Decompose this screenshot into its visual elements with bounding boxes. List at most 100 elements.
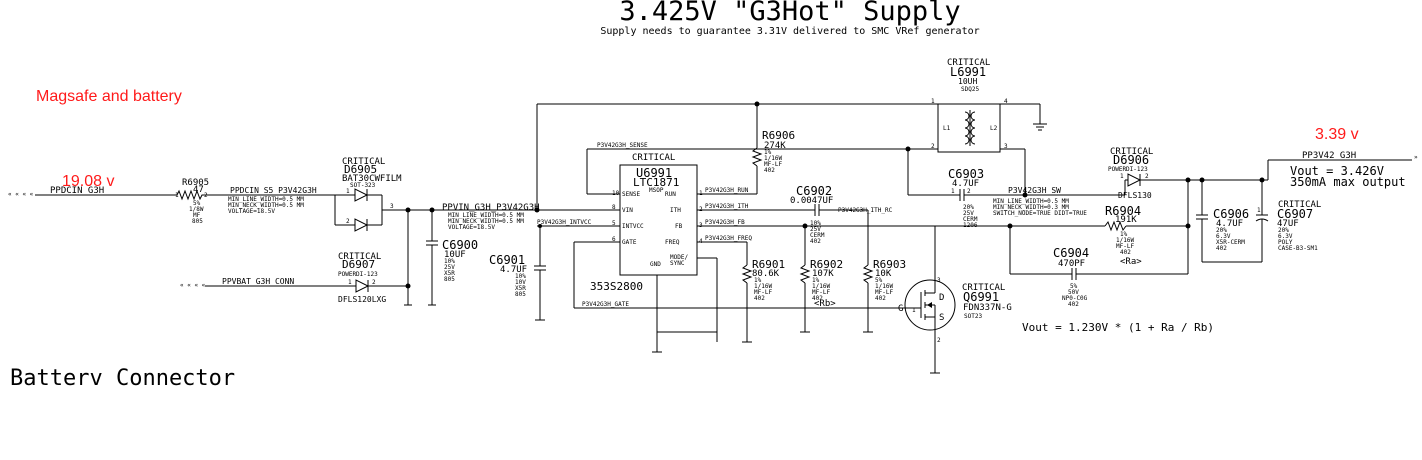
svg-text:2: 2 xyxy=(204,192,208,199)
svg-text:CRITICAL: CRITICAL xyxy=(338,252,381,262)
svg-text:MIN_LINE_WIDTH=0.5 MM: MIN_LINE_WIDTH=0.5 MM xyxy=(228,196,304,203)
net-sense: P3V42G3H_SENSE xyxy=(597,142,648,149)
battery-connector-label: Batterv Connector xyxy=(10,366,235,391)
svg-text:C6902: C6902 xyxy=(796,184,832,198)
svg-text:1%: 1% xyxy=(754,277,762,284)
svg-text:5%: 5% xyxy=(875,277,883,284)
capacitor-c6903: C6903 4.7UF 1 2 20% 25V CERM 1206 xyxy=(907,149,1026,229)
svg-text:3: 3 xyxy=(1004,143,1008,150)
net-ppvin-g3h: PPVIN_G3H_P3V42G3H xyxy=(442,203,540,213)
svg-text:47: 47 xyxy=(193,185,204,195)
svg-text:D6905: D6905 xyxy=(344,163,377,176)
svg-text:47UF: 47UF xyxy=(1277,219,1299,229)
svg-text:CRITICAL: CRITICAL xyxy=(962,283,1005,293)
svg-text:10K: 10K xyxy=(875,269,892,279)
schematic-title: 3.425V "G3Hot" Supply xyxy=(619,0,960,27)
svg-text:R6904: R6904 xyxy=(1105,204,1141,218)
svg-text:MODE/: MODE/ xyxy=(670,254,688,261)
offpage-connector-out: » xyxy=(1414,154,1418,161)
svg-text:1: 1 xyxy=(348,279,352,286)
svg-text:2: 2 xyxy=(1145,173,1149,180)
svg-text:C6903: C6903 xyxy=(948,167,984,181)
svg-text:L1: L1 xyxy=(943,125,951,132)
svg-text:191K: 191K xyxy=(1115,215,1137,225)
svg-text:402: 402 xyxy=(1120,249,1131,256)
svg-text:2: 2 xyxy=(346,218,350,225)
svg-text:1: 1 xyxy=(931,98,935,105)
svg-text:POWERDI-123: POWERDI-123 xyxy=(1108,166,1148,173)
svg-text:POWERDI-123: POWERDI-123 xyxy=(338,271,378,278)
svg-text:SENSE: SENSE xyxy=(622,191,640,198)
svg-text:L2: L2 xyxy=(990,125,998,132)
svg-text:SYNC: SYNC xyxy=(670,260,685,267)
svg-text:SWITCH_NODE=TRUE DIDT=TRUE: SWITCH_NODE=TRUE DIDT=TRUE xyxy=(993,210,1087,217)
svg-text:MF-LF: MF-LF xyxy=(812,289,830,296)
svg-text:VOLTAGE=18.5V: VOLTAGE=18.5V xyxy=(228,208,275,215)
svg-text:C6900: C6900 xyxy=(442,238,478,252)
svg-text:5: 5 xyxy=(612,220,616,227)
svg-text:MIN_NECK_WIDTH=0.5 MM: MIN_NECK_WIDTH=0.5 MM xyxy=(228,202,304,209)
svg-text:R6901: R6901 xyxy=(752,258,785,271)
svg-text:1%: 1% xyxy=(1120,231,1128,238)
svg-text:CRITICAL: CRITICAL xyxy=(1278,200,1321,210)
svg-text:MIN_LINE_WIDTH=0.5 MM: MIN_LINE_WIDTH=0.5 MM xyxy=(993,198,1069,205)
ic-bom-number: 353S2800 xyxy=(590,280,643,293)
svg-text:402: 402 xyxy=(1216,245,1227,252)
svg-text:C6907: C6907 xyxy=(1277,207,1313,221)
svg-text:805: 805 xyxy=(515,291,526,298)
svg-text:1/16W: 1/16W xyxy=(764,155,782,162)
svg-text:S: S xyxy=(939,313,944,323)
capacitor-c6900: C6900 10UF 10% 25V X5R 805 xyxy=(426,207,478,306)
offpage-connector-ppdcin: « « « « xyxy=(8,191,34,198)
svg-text:1/16W: 1/16W xyxy=(1116,237,1134,244)
capacitor-c6901-ref: C6901 xyxy=(489,253,525,267)
svg-text:1/16W: 1/16W xyxy=(812,283,830,290)
svg-text:G: G xyxy=(898,304,903,314)
svg-text:1: 1 xyxy=(912,307,916,314)
svg-text:1: 1 xyxy=(1257,207,1261,214)
svg-text:CRITICAL: CRITICAL xyxy=(1110,147,1153,157)
svg-text:R6903: R6903 xyxy=(873,258,906,271)
net-ith: P3V42G3H_ITH xyxy=(705,203,749,210)
svg-text:1%: 1% xyxy=(812,277,820,284)
svg-text:SDQ25: SDQ25 xyxy=(961,86,979,93)
input-section: « « « « PPDCIN_G3H R6905 47 1 2 5% 1/8W … xyxy=(8,157,600,306)
svg-text:1/16W: 1/16W xyxy=(754,283,772,290)
svg-text:10UF: 10UF xyxy=(444,250,466,260)
capacitor-c6907: 1 CRITICAL C6907 47UF 20% 6.3V POLY CASE… xyxy=(1255,177,1321,262)
svg-text:SOT23: SOT23 xyxy=(964,313,982,320)
svg-text:50V: 50V xyxy=(1068,289,1079,296)
svg-text:C6906: C6906 xyxy=(1213,207,1249,221)
svg-text:X5R-CERM: X5R-CERM xyxy=(1216,239,1245,246)
svg-text:ITH: ITH xyxy=(670,207,681,214)
svg-text:402: 402 xyxy=(1068,301,1079,308)
controller-ic-u6991: CRITICAL U6991 LTC1871 MSOP 353S2800 10 … xyxy=(590,153,703,293)
svg-text:1/16W: 1/16W xyxy=(875,283,893,290)
net-ppdcin-s5: PPDCIN_S5_P3V42G3H xyxy=(230,186,317,195)
max-output-note: 350mA max output xyxy=(1290,175,1406,189)
svg-text:805: 805 xyxy=(444,276,455,283)
net-ith-rc: P3V42G3H_ITH_RC xyxy=(838,207,893,214)
net-intvcc: P3V42G3H_INTVCC xyxy=(537,219,592,226)
svg-text:5%: 5% xyxy=(193,200,201,207)
offpage-connector-ppvbat: « « « « xyxy=(180,282,206,289)
svg-text:MF-LF: MF-LF xyxy=(754,289,772,296)
svg-text:FDN337N-G: FDN337N-G xyxy=(963,303,1012,313)
svg-text:CRITICAL: CRITICAL xyxy=(632,153,675,163)
svg-text:CRITICAL: CRITICAL xyxy=(947,58,990,68)
svg-text:CRITICAL: CRITICAL xyxy=(342,157,385,167)
resistor-r6902: R6902 107K 1% 1/16W MF-LF 402 <Rb> xyxy=(799,223,843,333)
svg-text:1: 1 xyxy=(175,192,179,199)
svg-text:274K: 274K xyxy=(764,141,786,151)
input-voltage-annotation: 19.08 v xyxy=(62,173,114,190)
svg-text:4: 4 xyxy=(1004,98,1008,105)
svg-text:D6907: D6907 xyxy=(342,258,375,271)
svg-text:CERM: CERM xyxy=(810,232,825,239)
svg-text:10%: 10% xyxy=(515,273,526,280)
svg-text:MF-LF: MF-LF xyxy=(875,289,893,296)
svg-text:MSOP: MSOP xyxy=(649,187,664,194)
resistor-r6905: R6905 47 1 2 5% 1/8W MF 805 xyxy=(172,178,209,225)
svg-text:RUN: RUN xyxy=(665,191,676,198)
svg-text:1%: 1% xyxy=(764,149,772,156)
